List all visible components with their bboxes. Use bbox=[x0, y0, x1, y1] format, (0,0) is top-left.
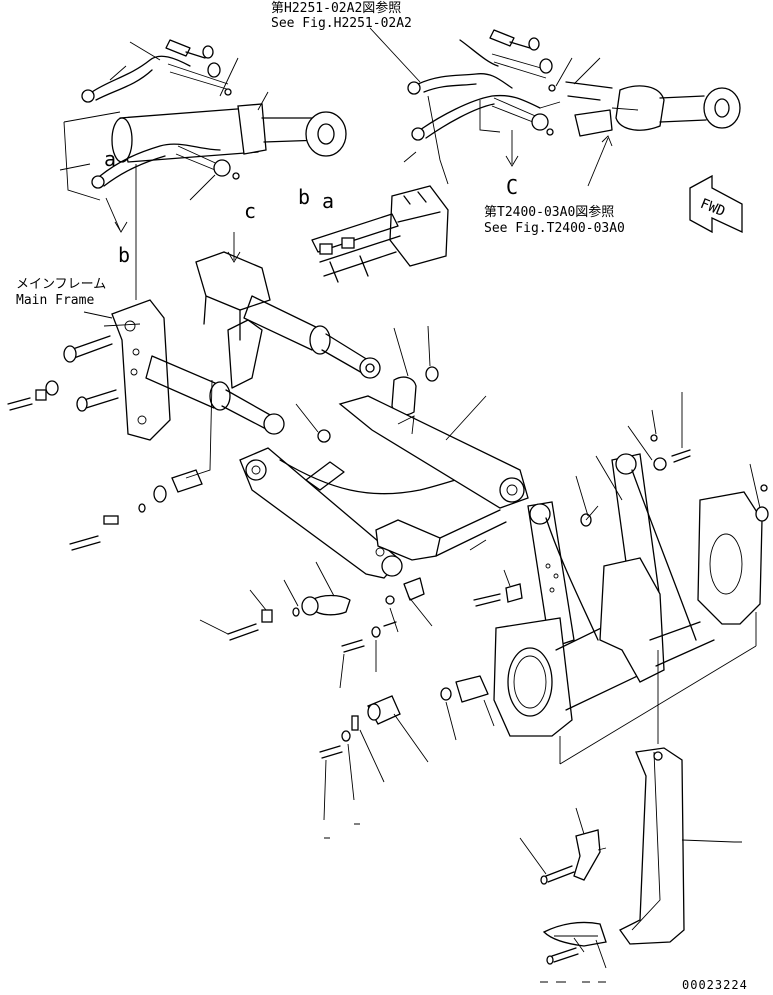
shank-holder-arms bbox=[473, 453, 697, 649]
top-reference-jp: 第H2251-02A2図参照 bbox=[271, 1, 402, 16]
document-number: 00023224 bbox=[682, 978, 748, 992]
right-reference-en: See Fig.T2400-03A0 bbox=[484, 221, 625, 236]
fwd-arrow bbox=[689, 174, 743, 234]
lower-cylinder bbox=[145, 319, 285, 435]
main-frame-label-en: Main Frame bbox=[16, 293, 95, 308]
left-bolts bbox=[165, 39, 240, 180]
main-frame-bracket bbox=[7, 299, 171, 441]
callout-b-left: b bbox=[118, 243, 131, 267]
callout-c-right: C bbox=[506, 175, 519, 199]
right-hoses bbox=[407, 39, 541, 141]
ripper-frame bbox=[493, 491, 763, 765]
shank-protector bbox=[519, 807, 607, 885]
left-leader-lines bbox=[59, 41, 269, 300]
top-reference-en: See Fig.H2251-02A2 bbox=[271, 16, 412, 31]
callout-a-left: a bbox=[104, 147, 117, 171]
right-reference-jp: 第T2400-03A0図参照 bbox=[484, 205, 615, 220]
ripper-tip bbox=[542, 921, 607, 969]
main-beam bbox=[239, 395, 529, 579]
right-bolts bbox=[489, 29, 556, 136]
tilt-cylinder bbox=[243, 295, 381, 379]
upper-bracket bbox=[195, 251, 271, 341]
bottom-dashes bbox=[324, 823, 742, 983]
small-parts-leaders bbox=[199, 392, 761, 821]
control-valve bbox=[311, 185, 449, 283]
main-frame-label-jp: メインフレーム bbox=[16, 277, 107, 292]
ripper-shank bbox=[619, 650, 735, 945]
callout-b-valve: b bbox=[298, 185, 311, 209]
left-hoses bbox=[81, 55, 221, 189]
left-lift-cylinder bbox=[111, 103, 347, 163]
small-parts-cluster bbox=[227, 434, 769, 759]
right-leader-lines bbox=[369, 27, 639, 187]
mid-leader-lines bbox=[83, 232, 431, 479]
callout-a-valve: a bbox=[322, 189, 335, 213]
callout-c-left: c bbox=[244, 199, 257, 223]
right-lift-cylinder bbox=[565, 81, 741, 137]
